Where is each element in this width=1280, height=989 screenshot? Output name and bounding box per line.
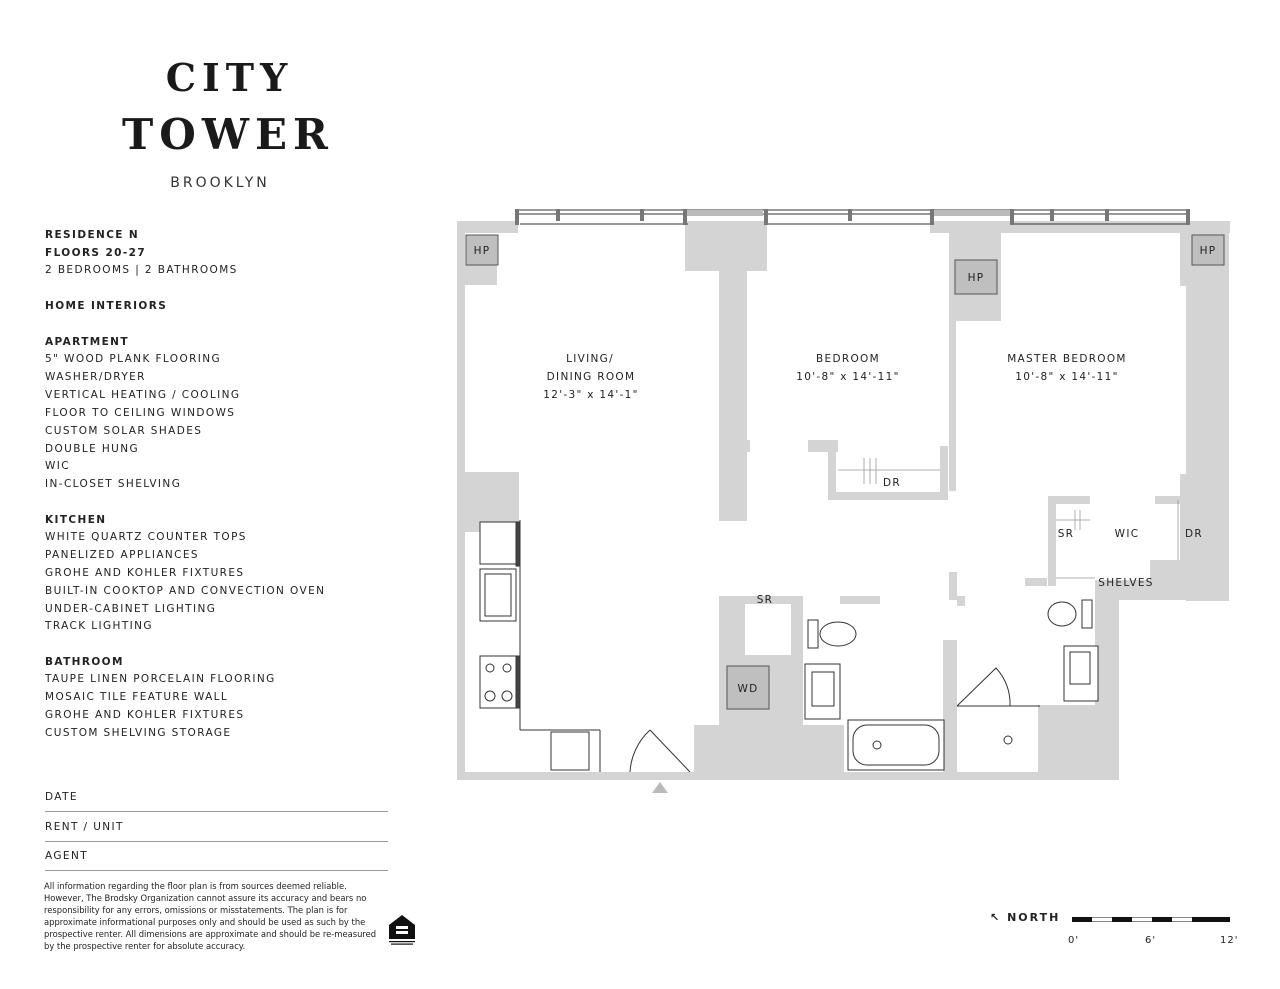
- wall: [457, 265, 497, 285]
- wall: [940, 446, 948, 500]
- wall: [741, 221, 767, 271]
- bedroom-dimensions: 10'-8" x 14'-11": [796, 371, 899, 383]
- residence-beds-baths: 2 BEDROOMS | 2 BATHROOMS: [45, 264, 238, 276]
- dr-label: DR: [1185, 528, 1203, 540]
- scale-bar: [1072, 917, 1230, 922]
- logo-location: BROOKLYN: [170, 175, 270, 191]
- wall: [1025, 578, 1047, 586]
- kitchen-counter: [479, 520, 601, 772]
- scale-label-0: 0': [1068, 935, 1080, 946]
- hp-unit: [465, 234, 499, 266]
- wd-label: WD: [737, 683, 758, 695]
- washer-dryer: [726, 665, 770, 710]
- wall: [943, 640, 957, 780]
- apartment-item: WASHER/DRYER: [45, 371, 146, 383]
- bathroom-item: CUSTOM SHELVING STORAGE: [45, 727, 232, 739]
- wic-label: WIC: [1115, 528, 1140, 540]
- residence-name: RESIDENCE N: [45, 229, 140, 241]
- wall: [1095, 580, 1119, 780]
- bathroom-item: TAUPE LINEN PORCELAIN FLOORING: [45, 673, 276, 685]
- living-dimensions: 12'-3" x 14'-1": [543, 389, 638, 401]
- kitchen-item: PANELIZED APPLIANCES: [45, 549, 199, 561]
- scale-label-12: 12': [1220, 935, 1239, 946]
- shelves-label: SHELVES: [1098, 577, 1153, 589]
- wall: [840, 596, 880, 604]
- wall: [949, 572, 957, 600]
- kitchen-item: UNDER-CABINET LIGHTING: [45, 603, 217, 615]
- wall: [949, 221, 956, 491]
- apartment-item: WIC: [45, 460, 71, 472]
- date-field: DATE: [45, 791, 388, 812]
- logo-city: CITY: [165, 55, 294, 100]
- equal-housing-logo: [389, 915, 415, 945]
- wall: [1048, 496, 1056, 586]
- wall: [1012, 221, 1230, 233]
- residence-floors: FLOORS 20-27: [45, 247, 147, 259]
- north-arrow-icon: ↖: [990, 911, 1002, 924]
- wall: [1186, 221, 1229, 601]
- wall: [719, 596, 745, 658]
- north-label: NORTH: [1007, 911, 1061, 924]
- apartment-item: FLOOR TO CEILING WINDOWS: [45, 407, 236, 419]
- apartment-item: 5" WOOD PLANK FLOORING: [45, 353, 222, 365]
- wall: [1155, 496, 1185, 504]
- hp-unit: [1191, 234, 1225, 266]
- bedroom-label: BEDROOM: [816, 353, 880, 365]
- hp-label: HP: [474, 245, 491, 257]
- disclaimer-text: All information regarding the floor plan…: [44, 881, 377, 951]
- apartment-item: IN-CLOSET SHELVING: [45, 478, 182, 490]
- wall: [1048, 496, 1090, 504]
- hp-label: HP: [968, 272, 985, 284]
- apartment-item: CUSTOM SOLAR SHADES: [45, 425, 203, 437]
- master-bedroom-dimensions: 10'-8" x 14'-11": [1015, 371, 1118, 383]
- entry-door: [629, 729, 691, 773]
- entry-arrow: [652, 782, 668, 793]
- sr-label: SR: [757, 594, 774, 606]
- apartment-item: VERTICAL HEATING / COOLING: [45, 389, 241, 401]
- bath-fixtures: [804, 599, 1099, 771]
- master-bath-door: [956, 667, 1040, 707]
- wall: [957, 596, 965, 606]
- wall: [828, 492, 948, 500]
- wall: [740, 440, 750, 452]
- kitchen-item: TRACK LIGHTING: [45, 620, 153, 632]
- kitchen-item: BUILT-IN COOKTOP AND CONVECTION OVEN: [45, 585, 326, 597]
- living-label-2: DINING ROOM: [547, 371, 636, 383]
- sr-label: SR: [1058, 528, 1075, 540]
- kitchen-heading: KITCHEN: [45, 514, 107, 526]
- dr-label: DR: [883, 477, 901, 489]
- wall: [828, 446, 836, 498]
- wall: [1095, 580, 1150, 600]
- apartment-heading: APARTMENT: [45, 336, 129, 348]
- wall: [791, 596, 803, 726]
- kitchen-item: GROHE AND KOHLER FIXTURES: [45, 567, 245, 579]
- wall: [457, 772, 694, 780]
- scale-label-6: 6': [1145, 935, 1157, 946]
- wall: [457, 221, 518, 233]
- bathroom-item: MOSAIC TILE FEATURE WALL: [45, 691, 229, 703]
- window-wall: [515, 209, 1190, 225]
- agent-field: AGENT: [45, 850, 388, 871]
- bathroom-item: GROHE AND KOHLER FIXTURES: [45, 709, 245, 721]
- hp-unit: [954, 259, 998, 295]
- north-indicator: ↖ NORTH: [990, 911, 1060, 924]
- rent-unit-field: RENT / UNIT: [45, 821, 388, 842]
- kitchen-item: WHITE QUARTZ COUNTER TOPS: [45, 531, 247, 543]
- logo-tower: TOWER: [122, 110, 334, 159]
- floor-plan: HP HP HP WD: [457, 209, 1230, 793]
- bathroom-heading: BATHROOM: [45, 656, 124, 668]
- home-interiors-heading: HOME INTERIORS: [45, 300, 168, 312]
- wall: [719, 596, 799, 604]
- hp-label: HP: [1200, 245, 1217, 257]
- window-mullions: [515, 209, 1190, 225]
- wall: [840, 772, 1110, 780]
- apartment-item: DOUBLE HUNG: [45, 443, 140, 455]
- master-bedroom-label: MASTER BEDROOM: [1007, 353, 1127, 365]
- wall: [694, 725, 844, 780]
- living-label-1: LIVING/: [566, 353, 614, 365]
